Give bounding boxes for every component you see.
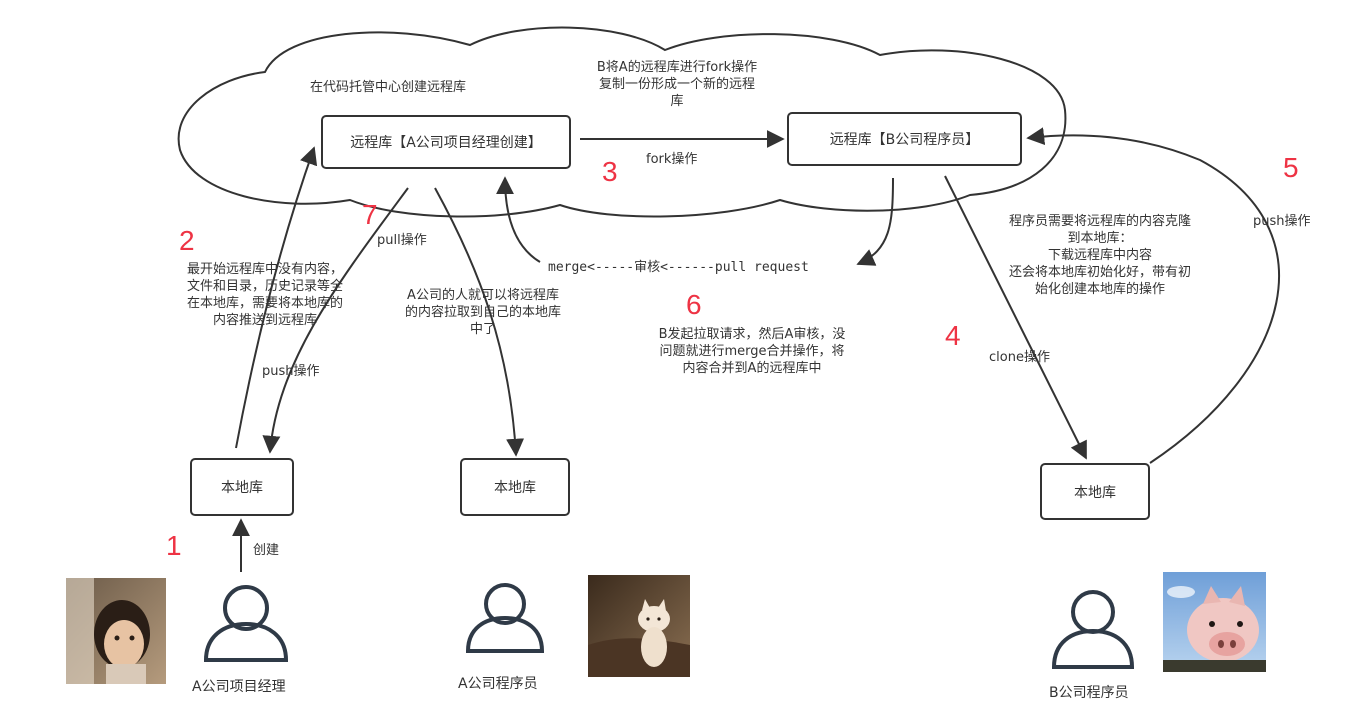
note-line: 中了 xyxy=(469,322,496,337)
push-label-pm: push操作 xyxy=(262,364,320,379)
fork-label: fork操作 xyxy=(646,152,698,167)
note-pull-request: B发起拉取请求，然后A审核，没 问题就进行merge合并操作，将 内容合并到A的… xyxy=(630,326,874,377)
merge-arrow xyxy=(496,176,541,263)
clone-arrow xyxy=(944,175,1087,460)
step-number-5: 5 xyxy=(1283,152,1299,183)
fork-note-line: 库 xyxy=(670,94,684,109)
note-line: B发起拉取请求，然后A审核，没 xyxy=(658,327,846,342)
note-line: 的内容拉取到自己的本地库 xyxy=(404,305,561,320)
local-repo-a-dev[interactable]: 本地库 xyxy=(460,458,570,516)
pig-photo xyxy=(1163,572,1266,672)
clone-label: clone操作 xyxy=(989,350,1050,365)
merge-label: merge<-----审核<------pull request xyxy=(548,260,809,275)
pull-label-pm: pull操作 xyxy=(377,233,427,248)
note-line: 到本地库： xyxy=(1067,231,1133,246)
note-line: A公司的人就可以将远程库 xyxy=(407,288,559,303)
note-line: 内容合并到A的远程库中 xyxy=(682,361,822,376)
fork-note-line: B将A的远程库进行fork操作 xyxy=(596,60,758,75)
local-repo-pm[interactable]: 本地库 xyxy=(190,458,294,516)
step-number-4: 4 xyxy=(945,320,961,351)
note-a-dev-pull: A公司的人就可以将远程库 的内容拉取到自己的本地库 中了 xyxy=(383,287,583,338)
note-line: 程序员需要将远程库的内容克隆 xyxy=(1008,214,1191,229)
pull-arrow-a-dev xyxy=(434,187,525,457)
step-number-1: 1 xyxy=(166,530,182,561)
note-line: 在本地库，需要将本地库的 xyxy=(186,296,343,311)
note-line: 下载远程库中内容 xyxy=(1047,248,1152,263)
girl-photo xyxy=(66,578,166,684)
note-line: 始化创建本地库的操作 xyxy=(1034,282,1165,297)
person-icon xyxy=(1051,590,1135,669)
pull-request-arrow xyxy=(856,177,894,266)
person-label-a-dev: A公司程序员 xyxy=(458,676,538,692)
cloud-shape xyxy=(177,26,1067,218)
step-number-2: 2 xyxy=(179,225,195,256)
note-line: 最开始远程库中没有内容， xyxy=(186,262,343,277)
push-arrow-b xyxy=(1026,127,1280,464)
note-line: 还会将本地库初始化好，带有初 xyxy=(1008,265,1191,280)
local-repo-b-dev[interactable]: 本地库 xyxy=(1040,463,1150,520)
cat-photo xyxy=(588,575,690,677)
push-label-b: push操作 xyxy=(1253,214,1311,229)
step-number-6: 6 xyxy=(686,289,702,320)
person-icon xyxy=(465,583,545,653)
note-b-clone: 程序员需要将远程库的内容克隆 到本地库： 下载远程库中内容 还会将本地库初始化好… xyxy=(982,213,1218,298)
pull-arrow-pm xyxy=(262,187,409,454)
note-line: 内容推送到远程库 xyxy=(212,313,317,328)
cloud-title: 在代码托管中心创建远程库 xyxy=(310,80,467,95)
person-icon xyxy=(203,585,289,662)
remote-repo-a[interactable]: 远程库【A公司项目经理创建】 xyxy=(321,115,571,169)
step-number-3: 3 xyxy=(602,156,618,187)
note-line: 问题就进行merge合并操作，将 xyxy=(659,344,845,359)
push-arrow-pm xyxy=(235,146,318,449)
create-label: 创建 xyxy=(253,543,280,558)
step-number-7: 7 xyxy=(362,199,378,230)
fork-note: B将A的远程库进行fork操作 复制一份形成一个新的远程 库 xyxy=(562,59,792,110)
fork-note-line: 复制一份形成一个新的远程 xyxy=(598,77,755,92)
note-line: 文件和目录，历史记录等全 xyxy=(186,279,343,294)
note-pm-push: 最开始远程库中没有内容， 文件和目录，历史记录等全 在本地库，需要将本地库的 内… xyxy=(160,261,370,329)
person-label-pm: A公司项目经理 xyxy=(192,679,286,695)
remote-repo-b[interactable]: 远程库【B公司程序员】 xyxy=(787,112,1022,166)
person-label-b-dev: B公司程序员 xyxy=(1049,685,1129,701)
